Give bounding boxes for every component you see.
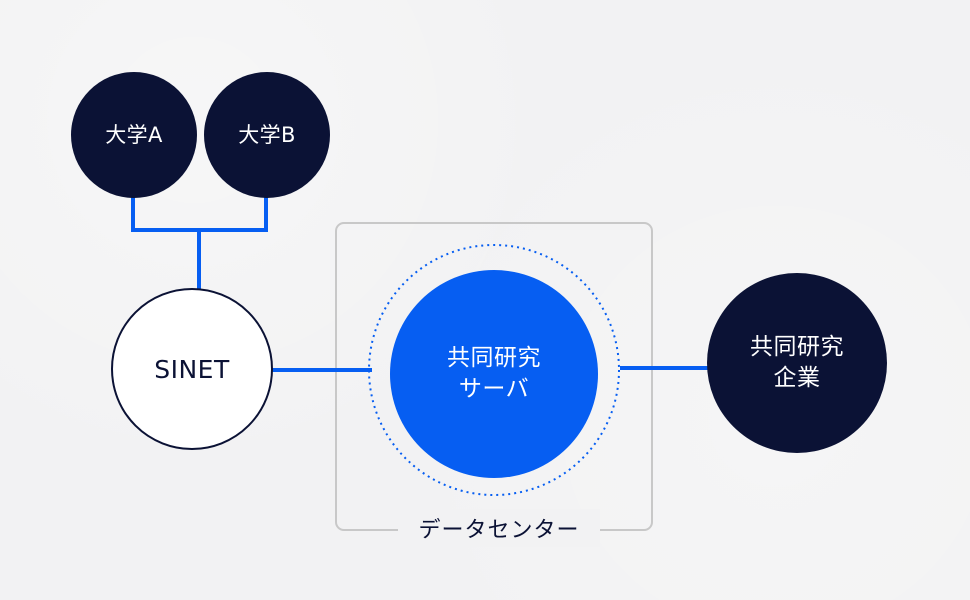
data-center-label: データセンター	[398, 509, 600, 547]
university-a-label: 大学A	[105, 122, 163, 147]
sinet-label: SINET	[154, 354, 230, 384]
universities-bridge-line	[131, 190, 268, 232]
research-server-node: 共同研究 サーバ	[390, 270, 598, 478]
university-a-node: 大学A	[71, 72, 197, 198]
university-b-node: 大学B	[204, 72, 330, 198]
research-company-node: 共同研究 企業	[707, 273, 887, 453]
research-server-label: 共同研究 サーバ	[447, 345, 541, 402]
research-company-label: 共同研究 企業	[750, 334, 844, 391]
university-b-label: 大学B	[238, 122, 296, 147]
server-dotted-boundary	[368, 244, 620, 496]
sinet-node: SINET	[111, 288, 273, 450]
